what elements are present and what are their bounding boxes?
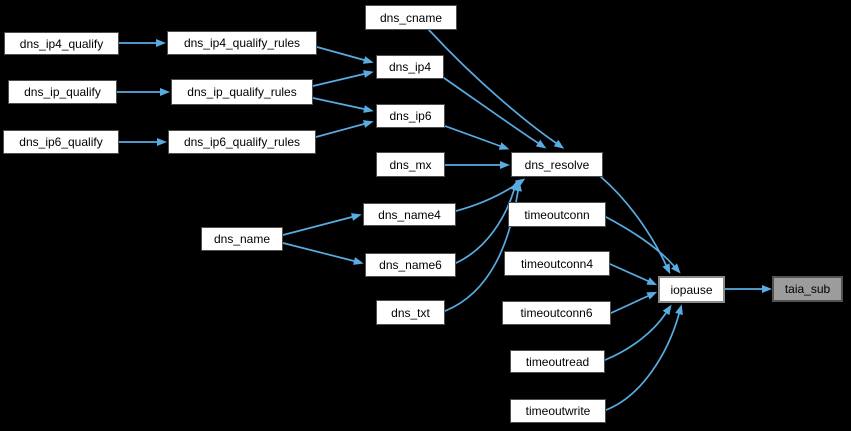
edge-dns_cname-to-dns_resolve bbox=[428, 29, 565, 149]
edge-dns_ip4_qualify_rules-to-dns_ip4 bbox=[316, 46, 374, 64]
edge-dns_name-to-dns_name4 bbox=[282, 213, 362, 236]
node-label: dns_name6 bbox=[379, 258, 442, 272]
edge-timeoutconn4-to-iopause bbox=[609, 263, 658, 286]
node-dns_ip4_qualify_rules[interactable]: dns_ip4_qualify_rules bbox=[167, 31, 317, 55]
edge-dns_ip_qualify_rules-to-dns_ip4 bbox=[312, 70, 374, 87]
node-label: dns_ip6_qualify bbox=[19, 135, 103, 149]
node-label: dns_mx bbox=[389, 157, 432, 172]
node-timeoutconn[interactable]: timeoutconn bbox=[508, 202, 606, 227]
node-label: dns_ip6 bbox=[389, 109, 432, 123]
edge-dns_ip6-to-dns_resolve bbox=[444, 125, 510, 150]
node-iopause[interactable]: iopause bbox=[658, 276, 725, 303]
node-label: timeoutread bbox=[525, 354, 590, 369]
node-label: dns_name bbox=[213, 232, 271, 246]
node-dns_ip6[interactable]: dns_ip6 bbox=[376, 104, 445, 128]
node-dns_name6[interactable]: dns_name6 bbox=[365, 253, 456, 277]
node-label: dns_txt bbox=[391, 305, 430, 320]
node-taia_sub: taia_sub bbox=[772, 276, 843, 302]
node-label: iopause bbox=[670, 282, 713, 297]
node-label: timeoutconn6 bbox=[520, 306, 593, 320]
node-label: timeoutconn bbox=[524, 207, 590, 222]
node-dns_ip4_qualify[interactable]: dns_ip4_qualify bbox=[4, 32, 119, 55]
node-label: taia_sub bbox=[784, 282, 831, 296]
node-label: timeoutwrite bbox=[525, 404, 591, 418]
node-label: dns_name4 bbox=[378, 207, 441, 222]
edge-timeoutconn6-to-iopause bbox=[610, 291, 658, 314]
node-label: dns_ip_qualify bbox=[24, 85, 101, 99]
edge-dns_resolve-to-iopause bbox=[600, 176, 671, 275]
node-dns_name[interactable]: dns_name bbox=[201, 227, 283, 251]
node-dns_name4[interactable]: dns_name4 bbox=[363, 203, 456, 226]
node-dns_ip_qualify[interactable]: dns_ip_qualify bbox=[8, 80, 117, 104]
node-label: dns_ip4_qualify bbox=[19, 36, 104, 51]
node-label: dns_resolve bbox=[524, 157, 590, 172]
edge-dns_name6-to-dns_resolve bbox=[455, 180, 518, 264]
node-label: timeoutconn4 bbox=[520, 256, 594, 271]
edge-timeoutwrite-to-iopause bbox=[605, 304, 683, 411]
edge-dns_ip4-to-dns_resolve bbox=[443, 77, 547, 149]
edge-timeoutconn-to-iopause bbox=[605, 216, 681, 274]
node-dns_ip6_qualify[interactable]: dns_ip6_qualify bbox=[3, 130, 119, 154]
node-label: dns_ip_qualify_rules bbox=[187, 85, 297, 99]
node-label: dns_cname bbox=[379, 10, 443, 25]
node-dns_ip6_qualify_rules[interactable]: dns_ip6_qualify_rules bbox=[168, 130, 316, 154]
node-dns_txt[interactable]: dns_txt bbox=[376, 300, 445, 325]
node-dns_mx[interactable]: dns_mx bbox=[376, 152, 445, 177]
node-label: dns_ip4 bbox=[388, 60, 432, 74]
node-timeoutconn4[interactable]: timeoutconn4 bbox=[504, 251, 610, 276]
node-label: dns_ip6_qualify_rules bbox=[183, 135, 301, 149]
edge-dns_ip6_qualify_rules-to-dns_ip6 bbox=[315, 120, 374, 138]
node-dns_ip_qualify_rules[interactable]: dns_ip_qualify_rules bbox=[171, 79, 313, 105]
edge-timeoutread-to-iopause bbox=[604, 304, 672, 361]
node-timeoutconn6[interactable]: timeoutconn6 bbox=[502, 301, 611, 325]
node-timeoutread[interactable]: timeoutread bbox=[510, 350, 605, 373]
edges bbox=[116, 29, 772, 411]
node-label: dns_ip4_qualify_rules bbox=[183, 36, 301, 50]
node-timeoutwrite[interactable]: timeoutwrite bbox=[510, 399, 606, 423]
node-dns_ip4[interactable]: dns_ip4 bbox=[376, 55, 444, 79]
edge-dns_ip_qualify_rules-to-dns_ip6 bbox=[312, 97, 374, 113]
edge-dns_name-to-dns_name6 bbox=[282, 242, 364, 265]
node-dns_cname[interactable]: dns_cname bbox=[365, 5, 457, 30]
node-dns_resolve[interactable]: dns_resolve bbox=[511, 152, 603, 177]
